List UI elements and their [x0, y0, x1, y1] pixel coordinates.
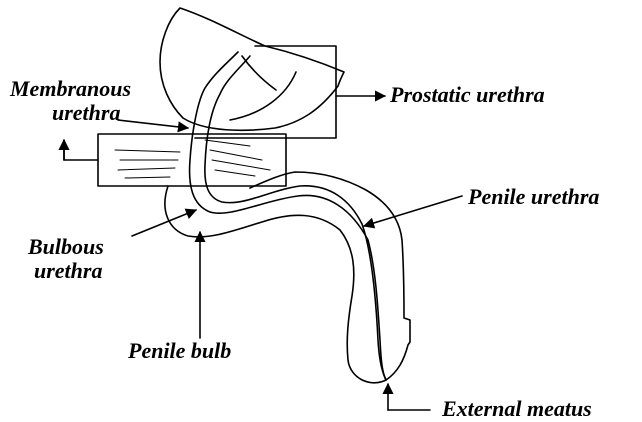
- label-bulbous-line2: urethra: [34, 260, 102, 282]
- label-external-meatus: External meatus: [442, 398, 592, 420]
- label-membranous-line1: Membranous: [10, 78, 131, 100]
- arrow-bulbous: [132, 210, 196, 236]
- label-membranous-line2: urethra: [52, 102, 120, 124]
- label-penile-bulb: Penile bulb: [128, 340, 231, 362]
- label-penile-urethra: Penile urethra: [468, 186, 599, 208]
- prostate-inner-line: [242, 56, 276, 90]
- label-bulbous-line1: Bulbous: [28, 236, 104, 258]
- label-prostatic-urethra: Prostatic urethra: [390, 84, 545, 106]
- arrow-membranous: [118, 120, 188, 128]
- prostatic-box: [195, 46, 336, 138]
- urethra-channel-inner: [205, 56, 386, 380]
- arrow-penile-urethra: [364, 196, 462, 226]
- sphincter-hatching: [115, 140, 270, 178]
- membranous-left-tick: [64, 150, 98, 160]
